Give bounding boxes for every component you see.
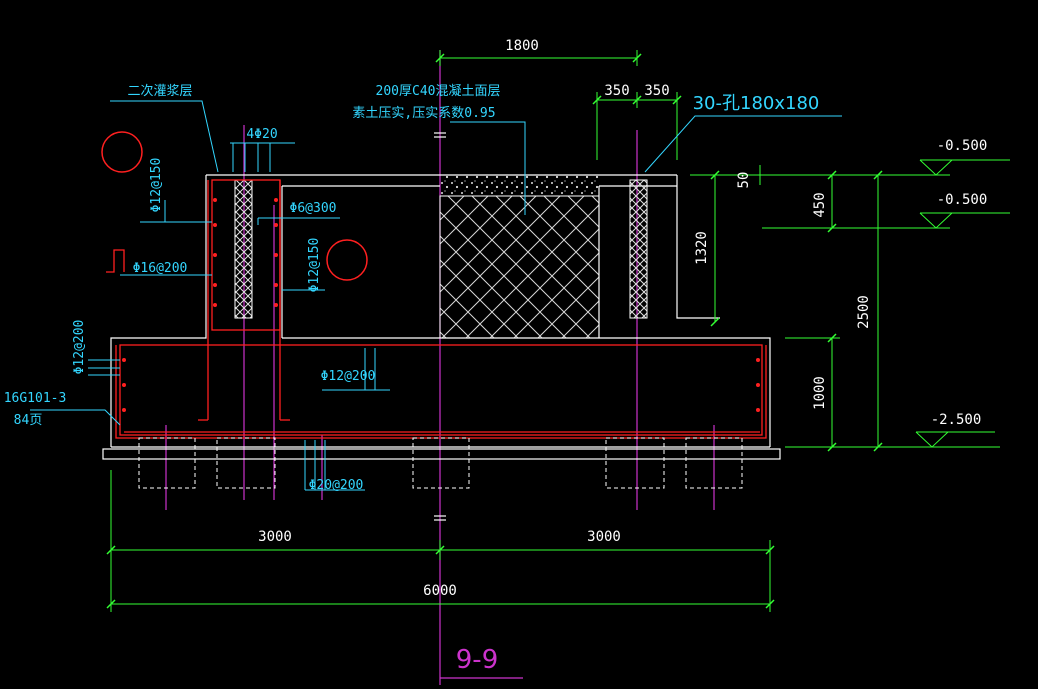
elevation-top-2: -0.500 (937, 192, 988, 208)
structure-outline (102, 174, 781, 460)
dimension-ticks (106, 53, 883, 609)
dim-350-left: 350 (604, 83, 629, 99)
label-concrete-top: 200厚C40混凝土面层 (376, 83, 501, 99)
detail-marker-circle-left (101, 131, 143, 173)
dim-bottom-total-6000: 6000 (423, 583, 457, 599)
label-holes: 30-孔180x180 (693, 93, 820, 114)
centerline-breaks (434, 132, 446, 521)
dim-350-right: 350 (644, 83, 669, 99)
hook-symbol (106, 249, 125, 273)
elevation-bottom: -2.500 (931, 412, 982, 428)
label-rebar-base-mid: Φ12@200 (321, 369, 376, 384)
dimension-lines (110, 50, 1010, 612)
label-rebar-bottom: Φ20@200 (309, 478, 364, 493)
leader-lines (30, 100, 842, 491)
label-ref-page: 84页 (14, 413, 43, 428)
concrete-top-layer (440, 176, 599, 196)
elevation-top-1: -0.500 (937, 138, 988, 154)
piles (138, 437, 743, 489)
rebar-cage (115, 179, 767, 439)
dim-bottom-right-3000: 3000 (587, 529, 621, 545)
dim-top-1800: 1800 (505, 38, 539, 54)
section-title: 9-9 (456, 645, 498, 675)
label-rebar-mid-vert: Φ12@150 (307, 238, 322, 293)
label-rebar-base-side: Φ12@200 (72, 320, 87, 375)
anchor-post-right (629, 179, 648, 319)
label-rebar-left-vert: Φ12@150 (149, 158, 164, 213)
dim-1320: 1320 (694, 231, 710, 265)
dim-1000: 1000 (812, 376, 828, 410)
dim-bottom-left-3000: 3000 (258, 529, 292, 545)
label-grout-layer: 二次灌浆层 (127, 83, 192, 99)
label-top-rebar: 4Φ20 (246, 127, 277, 142)
compacted-soil-area (439, 195, 600, 339)
dim-450: 450 (812, 192, 828, 217)
label-rebar-left-hook: Φ16@200 (133, 261, 188, 276)
label-rebar-stirrup: Φ6@300 (290, 201, 337, 216)
rebar-dots (122, 198, 760, 412)
anchor-post-left (234, 179, 253, 319)
detail-marker-circle-mid (326, 239, 368, 281)
dim-2500: 2500 (856, 295, 872, 329)
dim-50: 50 (736, 172, 752, 189)
label-ref-code: 16G101-3 (4, 391, 67, 406)
label-soil-compact: 素土压实,压实系数0.95 (352, 106, 495, 121)
